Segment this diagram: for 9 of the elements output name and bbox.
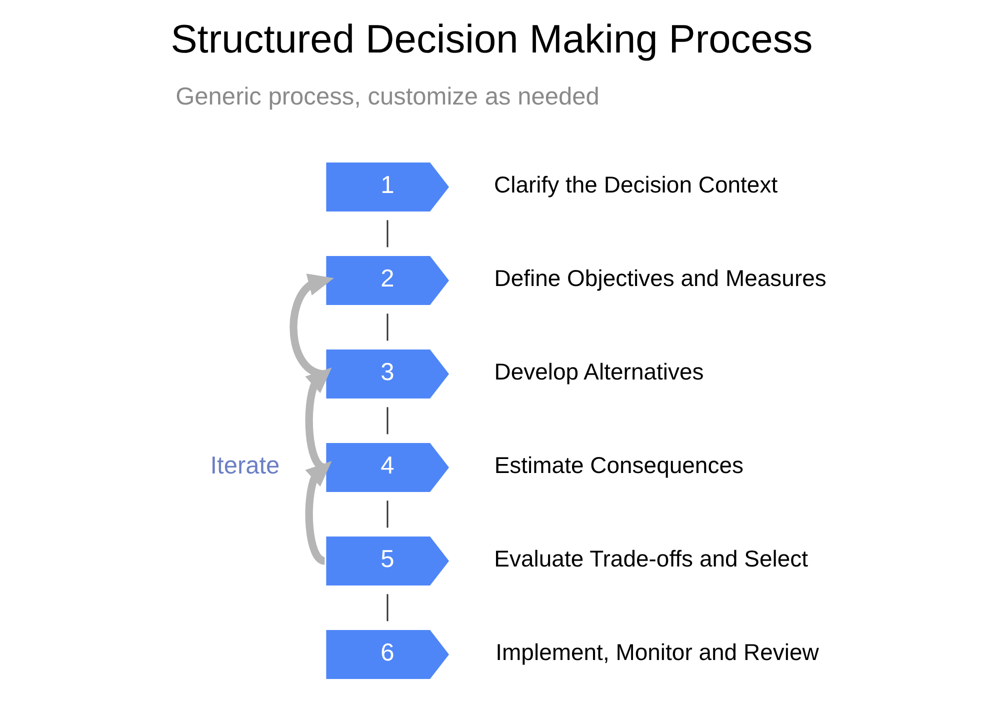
node-label: Estimate Consequences — [494, 452, 744, 478]
node-label: Implement, Monitor and Review — [496, 638, 819, 665]
diagram-title: Structured Decision Making Process — [170, 18, 813, 62]
node-label: Clarify the Decision Context — [494, 171, 778, 198]
node-label: Define Objectives and Measures — [494, 264, 826, 291]
label: Iterate — [210, 452, 280, 480]
node-label: Develop Alternatives — [494, 358, 704, 384]
node-label: Evaluate Trade-offs and Select — [494, 545, 808, 572]
label: Generic process, customize as needed — [176, 84, 600, 111]
